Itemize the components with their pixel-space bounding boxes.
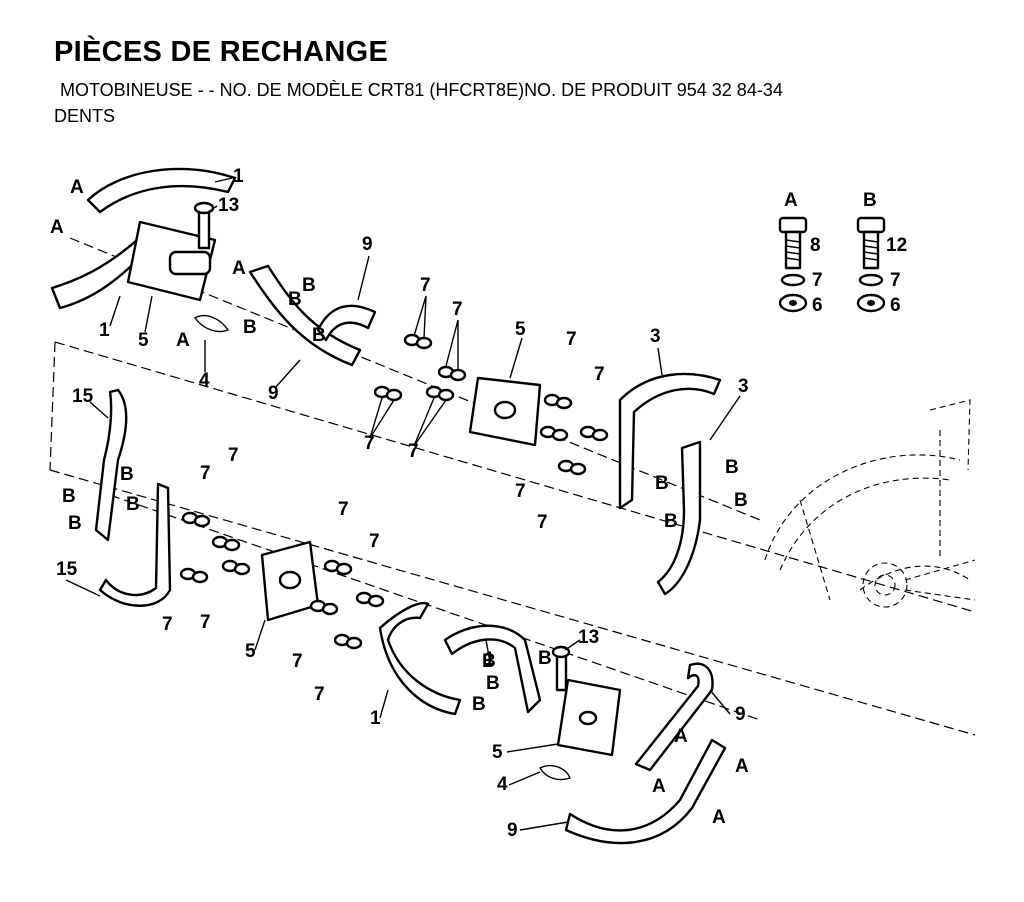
- pin-13-head-upper: [193, 201, 215, 215]
- tine-9-upper-b: [316, 304, 377, 342]
- leader-lines: [65, 177, 741, 831]
- divider-line-top: [54, 341, 976, 613]
- callout-7: 7: [566, 329, 577, 350]
- model-subtitle: MOTOBINEUSE - - NO. DE MODÈLE CRT81 (HFC…: [60, 80, 783, 100]
- callout-15: 15: [72, 386, 94, 407]
- callout-7: 7: [515, 481, 526, 502]
- callout-a: A: [735, 756, 749, 777]
- callout-7: 7: [200, 463, 211, 484]
- callout-7: 7: [420, 275, 431, 296]
- callout-a: A: [232, 258, 246, 279]
- callout-a: A: [712, 807, 726, 828]
- callout-b: B: [120, 464, 134, 485]
- legend-b-lockwasher: 7: [890, 270, 901, 291]
- callout-b: B: [734, 490, 748, 511]
- legend-a-lockwasher: 7: [812, 270, 823, 291]
- callout-7: 7: [338, 499, 349, 520]
- callout-b: B: [68, 513, 82, 534]
- callout-b: B: [538, 648, 552, 669]
- callout-a: A: [50, 217, 64, 238]
- callout-7: 7: [314, 684, 325, 705]
- tine-1-lower-a: [378, 601, 462, 716]
- washer-cluster-lower: [179, 511, 385, 650]
- callout-3: 3: [738, 376, 749, 397]
- callout-5: 5: [492, 742, 503, 763]
- legend-a-letter: A: [784, 190, 798, 211]
- tine-3-a: [618, 372, 722, 510]
- callout-7: 7: [200, 612, 211, 633]
- callout-15: 15: [56, 559, 78, 580]
- callout-7: 7: [408, 441, 419, 462]
- callout-9: 9: [735, 704, 746, 725]
- callout-7: 7: [369, 531, 380, 552]
- callout-a: A: [652, 776, 666, 797]
- callout-9: 9: [507, 820, 518, 841]
- divider-line-bottom: [49, 469, 976, 736]
- axis-lower: [109, 494, 761, 721]
- callout-3: 3: [650, 326, 661, 347]
- divider-line-left: [49, 341, 56, 471]
- callout-b: B: [655, 473, 669, 494]
- tine-9-lower-a: [634, 662, 714, 772]
- legend-group-a: A 8 7 6: [778, 190, 823, 316]
- callout-7: 7: [162, 614, 173, 635]
- section-title: DENTS: [54, 106, 116, 126]
- callout-4: 4: [199, 370, 210, 391]
- hub-bore-lower: [278, 570, 302, 590]
- legend-a-nut: 6: [812, 295, 823, 316]
- callout-b: B: [243, 317, 257, 338]
- callout-5: 5: [515, 319, 526, 340]
- callout-b: B: [725, 457, 739, 478]
- callout-5: 5: [138, 330, 149, 351]
- callout-b: B: [288, 289, 302, 310]
- tine-9-lower-b: [564, 738, 727, 845]
- callout-9: 9: [268, 383, 279, 404]
- callout-7: 7: [594, 364, 605, 385]
- callout-b: B: [302, 275, 316, 296]
- tine-15-a: [94, 388, 128, 542]
- tine-3-b: [656, 440, 702, 596]
- callout-5: 5: [245, 641, 256, 662]
- hub-sleeve-upper: [168, 250, 212, 276]
- callout-7: 7: [228, 445, 239, 466]
- legend-b-letter: B: [863, 190, 877, 211]
- legend-group-b: B 12 7 6: [856, 190, 907, 316]
- hub-bore-lower-right: [578, 710, 598, 726]
- callout-7: 7: [452, 299, 463, 320]
- callout-7: 7: [364, 433, 375, 454]
- clip-4-upper: [193, 314, 230, 333]
- legend-b-nut: 6: [890, 295, 901, 316]
- callout-1: 1: [99, 320, 110, 341]
- callout-7: 7: [537, 512, 548, 533]
- callout-a: A: [674, 726, 688, 747]
- callout-labels: 1 1 1 1 3 3 4 4 5 5 5 5 9 9 9 9 13 13 15…: [50, 166, 749, 841]
- tine-9-upper-a: [248, 264, 362, 367]
- callout-b: B: [62, 486, 76, 507]
- callout-b: B: [312, 325, 326, 346]
- clip-4-lower: [539, 764, 571, 781]
- tiller-housing-ghost: [764, 399, 976, 608]
- callout-b: B: [664, 511, 678, 532]
- tine-15-b: [98, 482, 172, 607]
- callout-b: B: [482, 651, 496, 672]
- callout-1: 1: [370, 708, 381, 729]
- callout-b: B: [472, 694, 486, 715]
- callout-13: 13: [218, 195, 239, 216]
- callout-1: 1: [233, 166, 244, 187]
- callout-4: 4: [497, 774, 508, 795]
- legend-b-bolt: 12: [886, 235, 907, 256]
- center-hub-bore-upper: [493, 400, 517, 420]
- callout-7: 7: [292, 651, 303, 672]
- callout-b: B: [486, 673, 500, 694]
- callout-9: 9: [362, 234, 373, 255]
- tine-1-upper: [86, 167, 237, 214]
- legend-a-bolt: 8: [810, 235, 821, 256]
- callout-a: A: [70, 177, 84, 198]
- callout-13: 13: [578, 627, 599, 648]
- page-title: PIÈCES DE RECHANGE: [54, 36, 389, 68]
- tine-1-lower-b: [443, 624, 542, 714]
- callout-a: A: [176, 330, 190, 351]
- callout-b: B: [126, 494, 140, 515]
